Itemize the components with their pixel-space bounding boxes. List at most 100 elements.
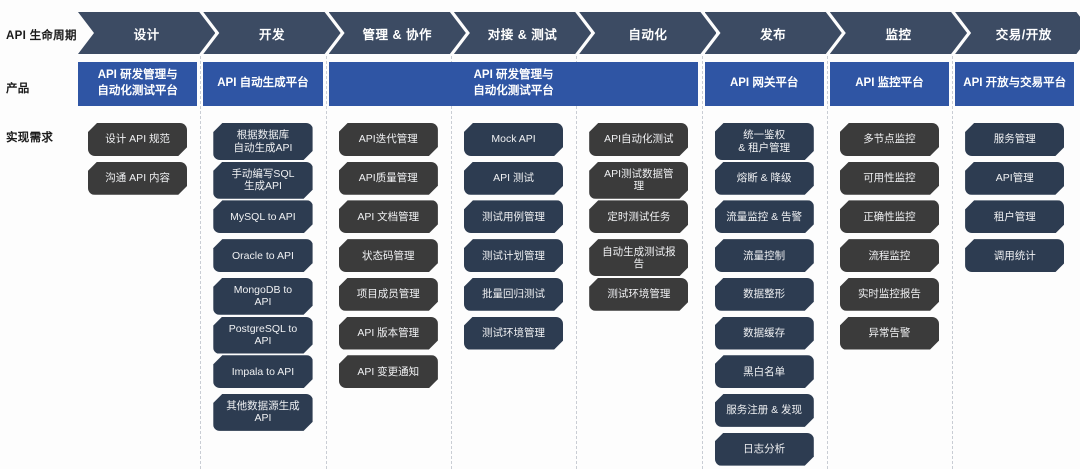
requirement-chip[interactable]: 实时监控报告	[840, 278, 939, 311]
requirement-chip[interactable]: 统一鉴权 & 租户管理	[715, 123, 814, 160]
requirement-chip[interactable]: 租户管理	[965, 200, 1064, 233]
column-separator	[576, 56, 578, 469]
requirement-chip[interactable]: Oracle to API	[213, 239, 312, 272]
lifecycle-stage-3[interactable]: 管理 & 协作	[329, 12, 466, 54]
requirement-chip[interactable]: 设计 API 规范	[88, 123, 187, 156]
requirement-chip-label: 手动编写SQL 生成API	[231, 168, 295, 193]
requirement-chip-label: 测试环境管理	[482, 326, 546, 339]
requirement-chip[interactable]: API 变更通知	[339, 355, 438, 388]
requirement-chip-label: 熔断 & 降级	[736, 172, 792, 185]
lifecycle-stage-label: 开发	[258, 27, 285, 42]
requirement-chip-label: 测试用例管理	[482, 210, 546, 223]
requirement-chip[interactable]: 测试环境管理	[589, 278, 688, 311]
requirement-chip[interactable]: 状态码管理	[339, 239, 438, 272]
product-label: API 自动生成平台	[217, 77, 309, 90]
product-box-3[interactable]: API 研发管理与 自动化测试平台	[328, 62, 699, 106]
lifecycle-stage-6[interactable]: 发布	[705, 12, 842, 54]
requirement-chip-label: 服务管理	[993, 133, 1036, 146]
requirement-chip[interactable]: 数据缓存	[715, 317, 814, 350]
requirement-chip[interactable]: 测试用例管理	[464, 200, 563, 233]
requirement-chip[interactable]: 项目成员管理	[339, 278, 438, 311]
requirement-chip-label: MySQL to API	[230, 210, 296, 223]
requirement-chip[interactable]: API测试数据管 理	[589, 162, 688, 199]
row-label-requirements: 实现需求	[6, 132, 54, 144]
requirement-chip[interactable]: 数据整形	[715, 278, 814, 311]
requirement-chip-label: 统一鉴权 & 租户管理	[738, 129, 791, 154]
requirement-chip[interactable]: 熔断 & 降级	[715, 162, 814, 195]
requirement-chip[interactable]: 其他数据源生成 API	[213, 394, 312, 431]
lifecycle-stage-4[interactable]: 对接 & 测试	[454, 12, 591, 54]
requirement-chip[interactable]: 测试环境管理	[464, 317, 563, 350]
requirement-chip[interactable]: MongoDB to API	[213, 278, 312, 315]
requirement-chip[interactable]: API 版本管理	[339, 317, 438, 350]
requirement-chip[interactable]: API迭代管理	[339, 123, 438, 156]
lifecycle-stage-label: 设计	[133, 27, 160, 42]
requirement-chip[interactable]: PostgreSQL to API	[213, 317, 312, 354]
lifecycle-stage-label: 监控	[885, 27, 912, 42]
requirement-chip[interactable]: 流程监控	[840, 239, 939, 272]
requirement-chip-label: 流量控制	[743, 249, 786, 262]
requirement-chip[interactable]: 流量控制	[715, 239, 814, 272]
requirement-chip-label: MongoDB to API	[233, 284, 293, 309]
lifecycle-stage-2[interactable]: 开发	[203, 12, 340, 54]
requirement-chip[interactable]: 自动生成测试报 告	[589, 239, 688, 276]
lifecycle-stage-1[interactable]: 设计	[78, 12, 215, 54]
lifecycle-stage-5[interactable]: 自动化	[579, 12, 716, 54]
requirement-chip[interactable]: API 测试	[464, 162, 563, 195]
requirement-chip-label: 流程监控	[868, 249, 911, 262]
requirement-chip[interactable]: API 文档管理	[339, 200, 438, 233]
requirement-chip[interactable]: 多节点监控	[840, 123, 939, 156]
requirement-chip-label: API测试数据管 理	[604, 168, 674, 193]
requirement-chip[interactable]: 可用性监控	[840, 162, 939, 195]
requirement-chip-label: 数据缓存	[743, 326, 786, 339]
row-label-product: 产品	[6, 83, 30, 95]
product-box-4[interactable]: API 网关平台	[704, 62, 824, 106]
requirement-chip-label: 测试环境管理	[607, 288, 671, 301]
requirement-chip[interactable]: 手动编写SQL 生成API	[213, 162, 312, 199]
requirement-chip[interactable]: 黑白名单	[715, 355, 814, 388]
requirement-chip-label: 批量回归测试	[482, 288, 546, 301]
lifecycle-stage-label: 管理 & 协作	[362, 27, 432, 42]
requirement-chip-label: 多节点监控	[863, 133, 916, 146]
requirement-chip[interactable]: 正确性监控	[840, 200, 939, 233]
requirement-chip-label: 根据数据库 自动生成API	[233, 129, 293, 154]
product-box-2[interactable]: API 自动生成平台	[203, 62, 323, 106]
requirement-chip[interactable]: Mock API	[464, 123, 563, 156]
requirement-chip[interactable]: 测试计划管理	[464, 239, 563, 272]
requirement-chip[interactable]: Impala to API	[213, 355, 312, 388]
requirement-chip-label: 服务注册 & 发现	[726, 404, 803, 417]
lifecycle-stage-label: 交易/开放	[995, 27, 1052, 42]
requirement-chip-label: 设计 API 规范	[105, 133, 171, 146]
product-label: API 研发管理与 自动化测试平台	[97, 69, 178, 97]
lifecycle-arrow-band: 设计 开发 管理 & 协作 对接 & 测试 自动化发布 监控 交易/开放	[78, 12, 1074, 54]
lifecycle-stage-7[interactable]: 监控	[830, 12, 967, 54]
lifecycle-stage-8[interactable]: 交易/开放	[955, 12, 1080, 54]
requirement-chip[interactable]: 根据数据库 自动生成API	[213, 123, 312, 160]
product-box-5[interactable]: API 监控平台	[829, 62, 950, 106]
column-separator	[701, 56, 703, 469]
requirement-chip[interactable]: 批量回归测试	[464, 278, 563, 311]
requirement-chip[interactable]: 异常告警	[840, 317, 939, 350]
requirement-chip-label: 测试计划管理	[482, 249, 546, 262]
requirement-chip[interactable]: 定时测试任务	[589, 200, 688, 233]
requirement-chip-label: 自动生成测试报 告	[602, 245, 676, 270]
lifecycle-stage-label: 对接 & 测试	[487, 27, 558, 42]
requirement-chip[interactable]: API质量管理	[339, 162, 438, 195]
product-box-1[interactable]: API 研发管理与 自动化测试平台	[78, 62, 198, 106]
product-box-6[interactable]: API 开放与交易平台	[955, 62, 1075, 106]
requirement-chip[interactable]: 沟通 API 内容	[88, 162, 187, 195]
requirement-chip-label: API自动化测试	[604, 133, 674, 146]
requirement-chip-label: PostgreSQL to API	[228, 322, 298, 347]
requirement-chip[interactable]: API管理	[965, 162, 1064, 195]
requirement-chip-label: API 版本管理	[357, 326, 420, 339]
requirement-chip[interactable]: 服务注册 & 发现	[715, 394, 814, 427]
requirement-chip[interactable]: MySQL to API	[213, 200, 312, 233]
requirement-chip-label: API质量管理	[358, 172, 418, 185]
requirement-chip-label: 状态码管理	[361, 249, 415, 262]
requirement-chip[interactable]: 流量监控 & 告警	[715, 200, 814, 233]
requirement-chip-label: 沟通 API 内容	[105, 172, 171, 185]
requirement-chip[interactable]: API自动化测试	[589, 123, 688, 156]
requirement-chip[interactable]: 日志分析	[715, 433, 814, 466]
requirement-chip[interactable]: 服务管理	[965, 123, 1064, 156]
requirement-chip[interactable]: 调用统计	[965, 239, 1064, 272]
